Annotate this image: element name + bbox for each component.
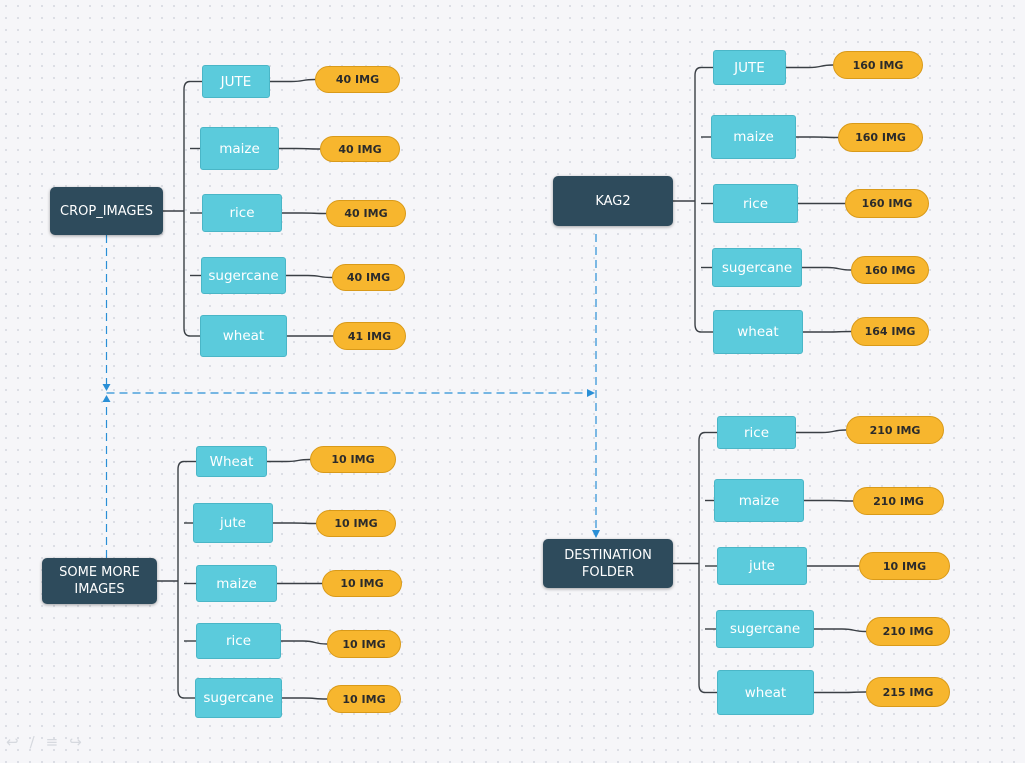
tree-connector xyxy=(267,458,311,463)
tree-connector xyxy=(286,274,333,279)
image-count-badge: 10 IMG xyxy=(322,570,402,597)
folder-sugercane[interactable]: sugercane xyxy=(195,678,282,718)
image-count-badge: 10 IMG xyxy=(310,446,396,473)
image-count-badge: 10 IMG xyxy=(859,552,950,580)
image-count-badge: 10 IMG xyxy=(316,510,396,537)
arrowhead xyxy=(102,384,111,391)
tree-connector xyxy=(183,80,191,337)
root-destination-folder[interactable]: DESTINATION FOLDER xyxy=(543,539,673,588)
image-count-badge: 40 IMG xyxy=(320,136,400,162)
image-count-badge: 10 IMG xyxy=(327,630,401,658)
redo-icon[interactable]: ↪ xyxy=(69,733,93,751)
arrowhead xyxy=(102,395,111,402)
list-icon[interactable]: ≡ xyxy=(45,733,70,751)
tree-connector xyxy=(698,431,706,694)
tree-connector xyxy=(786,64,834,69)
folder-jute[interactable]: JUTE xyxy=(202,65,270,98)
image-count-badge: 210 IMG xyxy=(866,617,950,646)
folder-maize[interactable]: maize xyxy=(711,115,796,159)
tree-connector xyxy=(282,697,328,700)
folder-wheat[interactable]: Wheat xyxy=(196,446,267,477)
image-count-badge: 164 IMG xyxy=(851,317,929,346)
folder-maize[interactable]: maize xyxy=(200,127,279,170)
image-count-badge: 40 IMG xyxy=(315,66,400,93)
toolbar-icons: ↩∕≡↪ xyxy=(6,733,93,751)
tree-connector xyxy=(282,212,327,215)
folder-jute[interactable]: jute xyxy=(193,503,273,543)
folder-rice[interactable]: rice xyxy=(717,416,796,449)
folder-sugercane[interactable]: sugercane xyxy=(201,257,286,294)
image-count-badge: 160 IMG xyxy=(845,189,929,218)
arrowhead xyxy=(592,530,600,538)
image-count-badge: 40 IMG xyxy=(332,264,405,291)
folder-rice[interactable]: rice xyxy=(196,623,281,659)
tree-connector xyxy=(803,330,852,333)
tree-connector xyxy=(177,460,185,699)
image-count-badge: 210 IMG xyxy=(846,416,944,444)
folder-rice[interactable]: rice xyxy=(202,194,282,232)
tree-connector xyxy=(796,136,839,139)
folder-rice[interactable]: rice xyxy=(713,184,798,223)
image-count-badge: 10 IMG xyxy=(327,685,401,713)
root-kag2[interactable]: KAG2 xyxy=(553,176,673,226)
folder-sugercane[interactable]: sugercane xyxy=(716,610,814,648)
folder-jute[interactable]: JUTE xyxy=(713,50,786,85)
undo-icon[interactable]: ↩ xyxy=(6,733,30,751)
tree-connector xyxy=(796,429,847,434)
image-count-badge: 41 IMG xyxy=(333,322,406,350)
image-count-badge: 215 IMG xyxy=(866,677,950,707)
pen-icon[interactable]: ∕ xyxy=(29,733,46,751)
folder-wheat[interactable]: wheat xyxy=(200,315,287,357)
root-crop-images[interactable]: CROP_IMAGES xyxy=(50,187,163,235)
folder-jute[interactable]: jute xyxy=(717,547,807,585)
image-count-badge: 40 IMG xyxy=(326,200,406,227)
folder-sugercane[interactable]: sugercane xyxy=(712,248,802,287)
tree-connector xyxy=(694,66,702,333)
tree-connector xyxy=(804,499,854,502)
folder-maize[interactable]: maize xyxy=(196,565,277,602)
tree-connector xyxy=(279,147,321,150)
folder-wheat[interactable]: wheat xyxy=(713,310,803,354)
tree-connector xyxy=(814,628,867,633)
tree-connector xyxy=(281,640,328,645)
tree-connector xyxy=(273,522,317,525)
folder-maize[interactable]: maize xyxy=(714,479,804,522)
tree-connector xyxy=(814,691,867,694)
image-count-badge: 160 IMG xyxy=(851,256,929,284)
tree-connector xyxy=(270,78,316,83)
image-count-badge: 160 IMG xyxy=(838,123,923,152)
tree-connector xyxy=(802,266,852,271)
image-count-badge: 210 IMG xyxy=(853,487,944,515)
folder-wheat[interactable]: wheat xyxy=(717,670,814,715)
image-count-badge: 160 IMG xyxy=(833,51,923,79)
arrowhead xyxy=(587,389,595,397)
root-some-more-images[interactable]: SOME MORE IMAGES xyxy=(42,558,157,604)
